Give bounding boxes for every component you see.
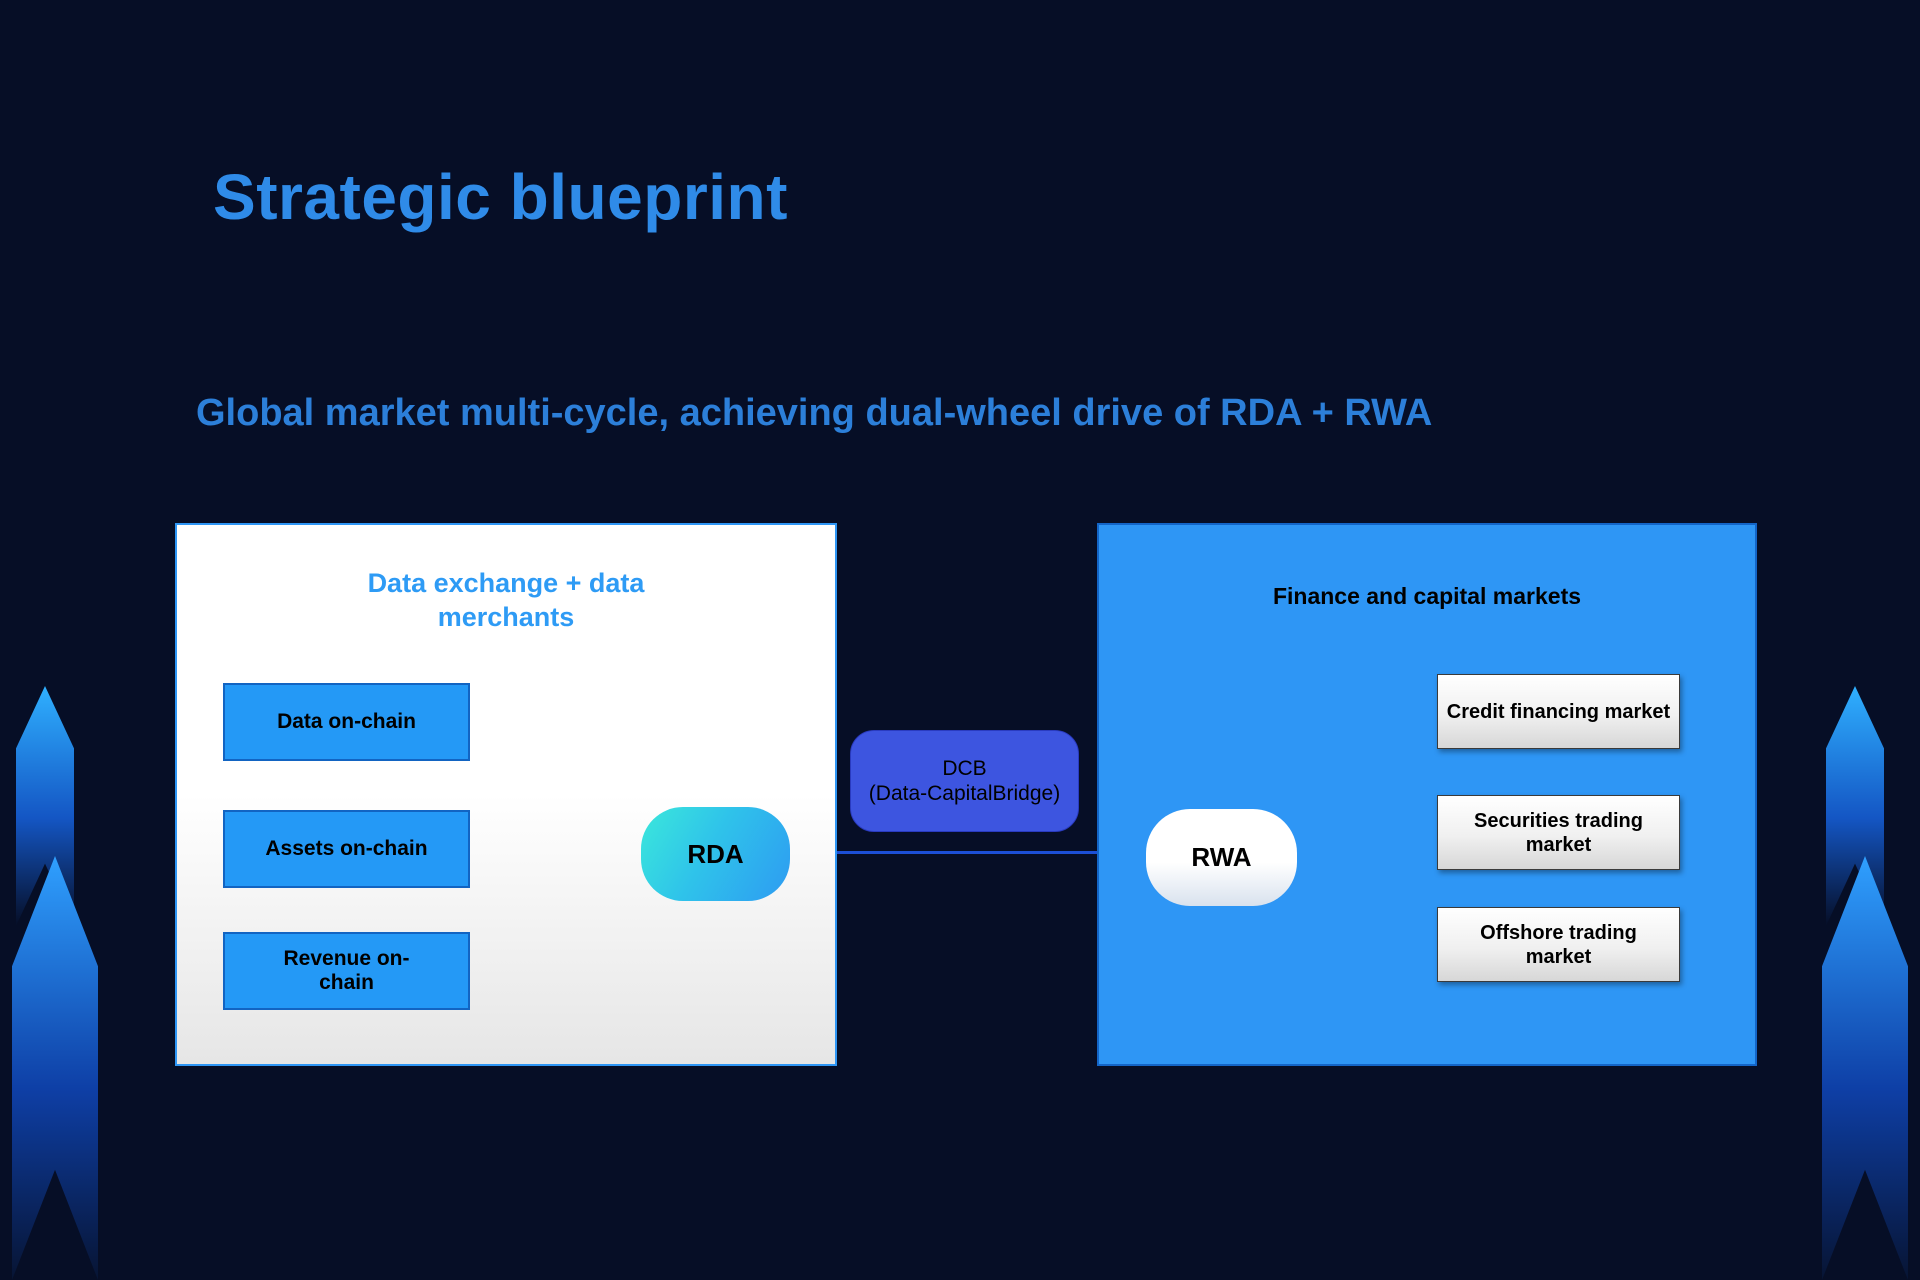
left-decoration [12,686,112,1280]
chevron-shape-large [12,856,98,1280]
rda-node: RDA [641,807,790,901]
finance-panel-title: Finance and capital markets [1272,583,1582,609]
chevron-shape-large [1822,856,1908,1280]
offshore-trading-market-box: Offshore trading market [1437,907,1680,982]
data-exchange-panel-title: Data exchange + data merchants [367,568,645,632]
rwa-node: RWA [1146,809,1297,906]
data-on-chain-box: Data on-chain [223,683,470,761]
data-exchange-panel: Data exchange + data merchants Data on-c… [175,523,837,1066]
right-decoration [1822,686,1920,1280]
securities-trading-market-box: Securities trading market [1437,795,1680,870]
slide-subtitle: Global market multi-cycle, achieving dua… [196,392,1433,434]
dcb-bridge-name: DCB [942,756,987,780]
revenue-on-chain-box: Revenue on-chain [223,932,470,1010]
dcb-bridge-node: DCB (Data-CapitalBridge) [850,730,1079,832]
credit-financing-market-box: Credit financing market [1437,674,1680,749]
slide-title: Strategic blueprint [213,161,788,233]
dcb-bridge-detail: (Data-CapitalBridge) [868,782,1061,805]
assets-on-chain-box: Assets on-chain [223,810,470,888]
connector-line [837,851,1097,854]
finance-panel: Finance and capital markets RWA Credit f… [1097,523,1757,1066]
